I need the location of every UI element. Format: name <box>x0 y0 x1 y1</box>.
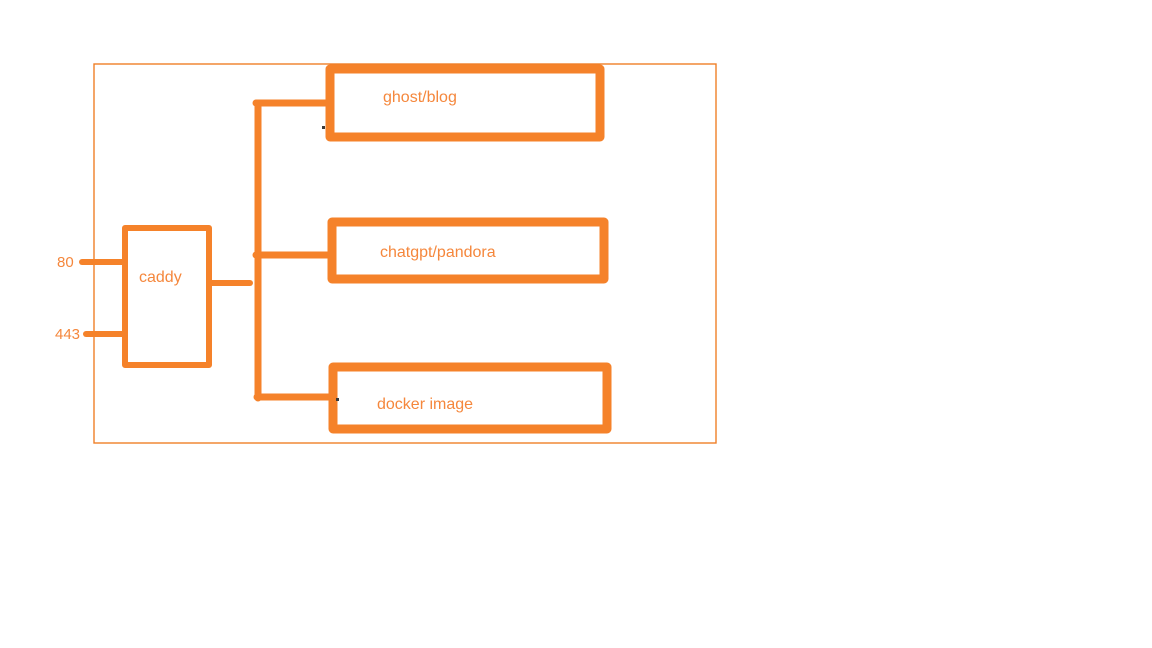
node-ghost-blog-box[interactable] <box>325 64 605 142</box>
node-caddy-label: caddy <box>139 269 182 286</box>
node-ghost-blog-label: ghost/blog <box>383 89 457 106</box>
node-caddy-box[interactable] <box>122 225 212 368</box>
node-chatgpt-pandora-box[interactable] <box>327 217 609 284</box>
outer-boundary-frame <box>93 63 717 444</box>
port-443-label: 443 <box>55 326 80 343</box>
node-chatgpt-pandora-label: chatgpt/pandora <box>380 244 496 261</box>
node-chatgpt-pandora[interactable]: chatgpt/pandora <box>327 217 609 284</box>
port-80-label: 80 <box>57 254 74 271</box>
ink-speck-lower <box>336 398 339 401</box>
node-docker-image[interactable]: docker image <box>328 362 612 434</box>
connector-group <box>207 99 345 402</box>
port-line-group <box>79 259 132 337</box>
node-docker-image-label: docker image <box>377 396 473 413</box>
node-ghost-blog[interactable]: ghost/blog <box>325 64 605 142</box>
ink-speck-upper <box>322 126 325 129</box>
node-caddy[interactable]: caddy <box>122 225 212 368</box>
node-docker-image-box[interactable] <box>328 362 612 434</box>
